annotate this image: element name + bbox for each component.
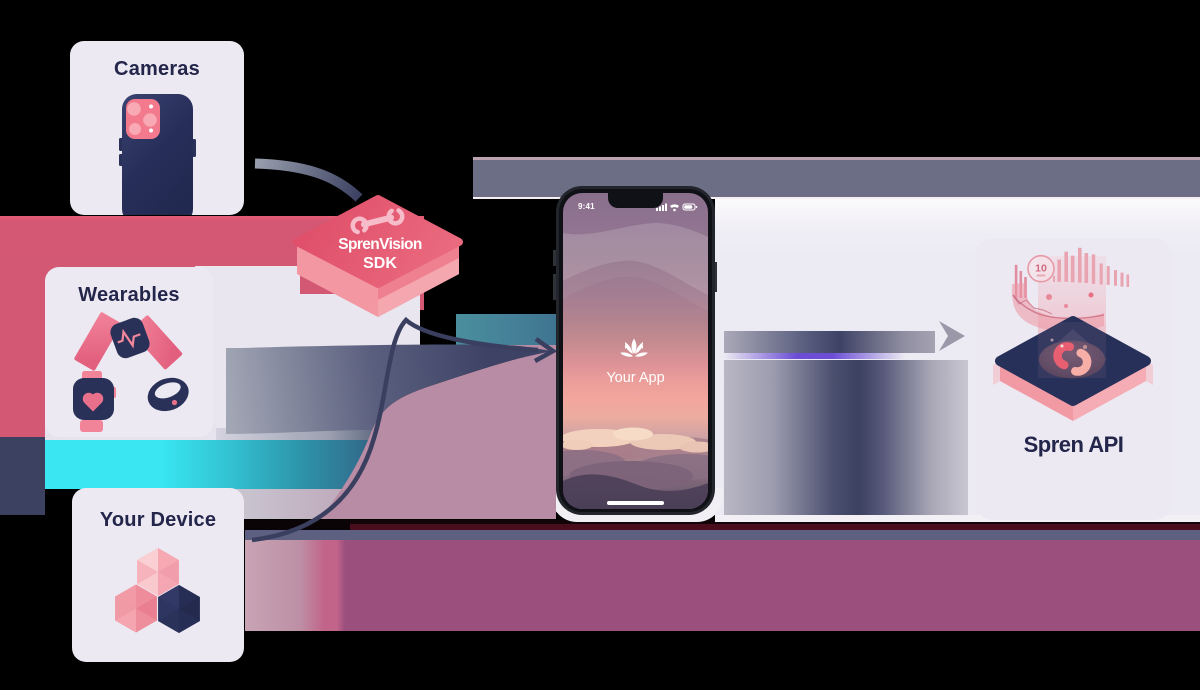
svg-text:10: 10 — [1035, 263, 1047, 275]
svg-text:SDK: SDK — [363, 255, 397, 272]
svg-text:SprenVision: SprenVision — [338, 236, 422, 253]
